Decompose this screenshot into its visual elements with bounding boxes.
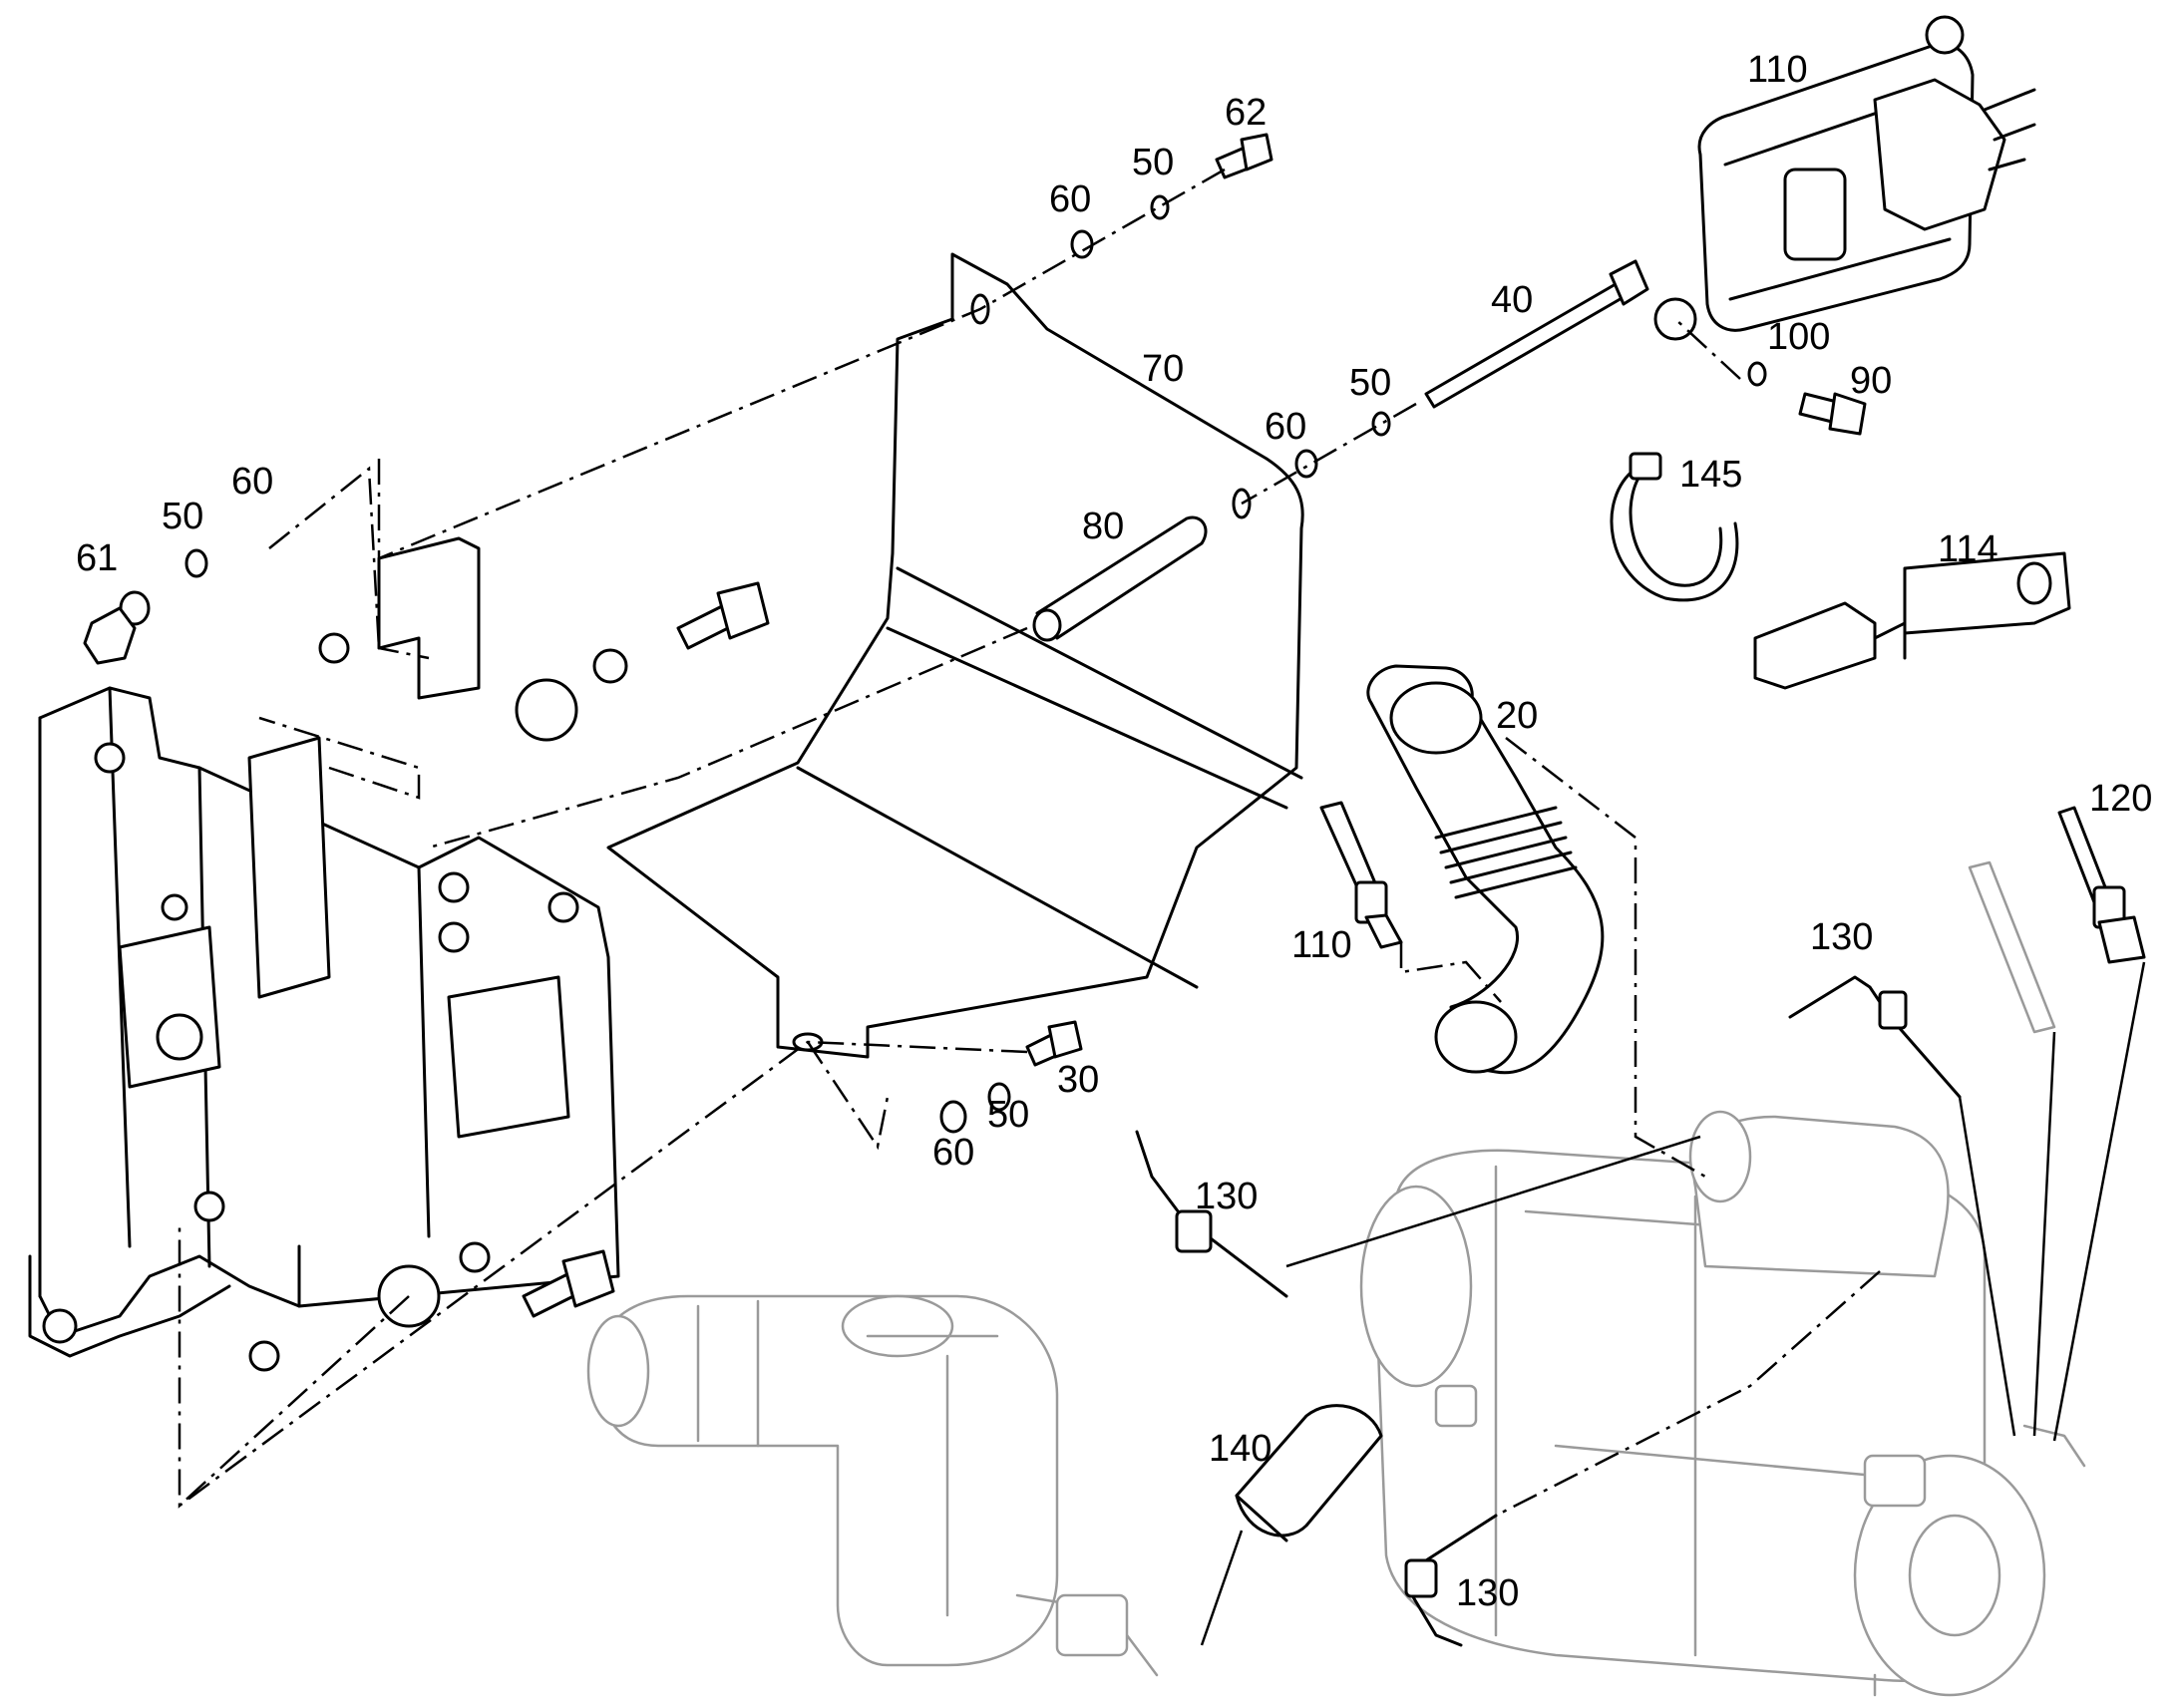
callout-110-top: 110 — [1747, 49, 1808, 91]
spacer-tube — [1032, 515, 1208, 642]
screw-62 — [1215, 133, 1273, 179]
callout-60-a: 60 — [1049, 178, 1091, 220]
callout-100: 100 — [1767, 316, 1830, 358]
callout-61: 61 — [76, 537, 118, 579]
callout-50-d: 50 — [987, 1094, 1029, 1136]
callout-130-c: 130 — [1456, 1572, 1519, 1614]
control-unit-module — [1653, 15, 2036, 341]
sensor-110 — [1319, 801, 1403, 949]
callout-145: 145 — [1679, 454, 1742, 496]
connector-114 — [1753, 551, 2071, 690]
callout-20: 20 — [1496, 695, 1538, 737]
callout-140: 140 — [1209, 1428, 1272, 1470]
callout-60-c: 60 — [231, 461, 273, 503]
mounting-bracket — [28, 536, 620, 1372]
nut-61 — [83, 606, 137, 665]
sensor-120 — [2057, 806, 2146, 964]
temp-sensor-130a — [1788, 975, 1962, 1099]
muffler-ghost — [1359, 1110, 2086, 1697]
exhaust-pipe-ghost — [586, 1294, 1159, 1677]
callout-114: 114 — [1938, 528, 1998, 570]
callout-50-c: 50 — [162, 496, 203, 537]
bolt-90 — [1798, 392, 1867, 436]
callout-130-a: 130 — [1810, 916, 1873, 958]
callout-50-b: 50 — [1349, 362, 1391, 404]
callout-90: 90 — [1850, 360, 1892, 402]
callout-70: 70 — [1142, 348, 1184, 390]
leader-lines — [178, 168, 2146, 1646]
callout-62: 62 — [1225, 92, 1267, 134]
hose-clamp — [1610, 452, 1739, 602]
callout-60-b: 60 — [1265, 406, 1306, 448]
protective-sleeve — [1235, 1404, 1383, 1542]
temp-sensor-130c — [1404, 1514, 1498, 1647]
callout-labels: 110 62 50 60 40 100 90 70 50 60 145 60 5… — [76, 49, 2152, 1614]
callout-50-a: 50 — [1132, 142, 1174, 183]
callout-120: 120 — [2089, 778, 2152, 820]
screw-30 — [1025, 1020, 1083, 1067]
temp-sensor-130b — [1135, 1130, 1288, 1298]
callout-30: 30 — [1057, 1059, 1099, 1101]
callout-60-d: 60 — [932, 1132, 974, 1174]
bolts-left — [522, 581, 770, 1318]
heat-shield — [606, 252, 1304, 1059]
flex-hose — [1366, 664, 1605, 1075]
callout-80: 80 — [1082, 506, 1124, 547]
callout-40: 40 — [1491, 279, 1533, 321]
long-bolt — [1424, 259, 1649, 409]
callout-130-b: 130 — [1195, 1176, 1258, 1217]
callout-110-mid: 110 — [1291, 924, 1352, 966]
sensor-ghost — [1968, 860, 2056, 1034]
